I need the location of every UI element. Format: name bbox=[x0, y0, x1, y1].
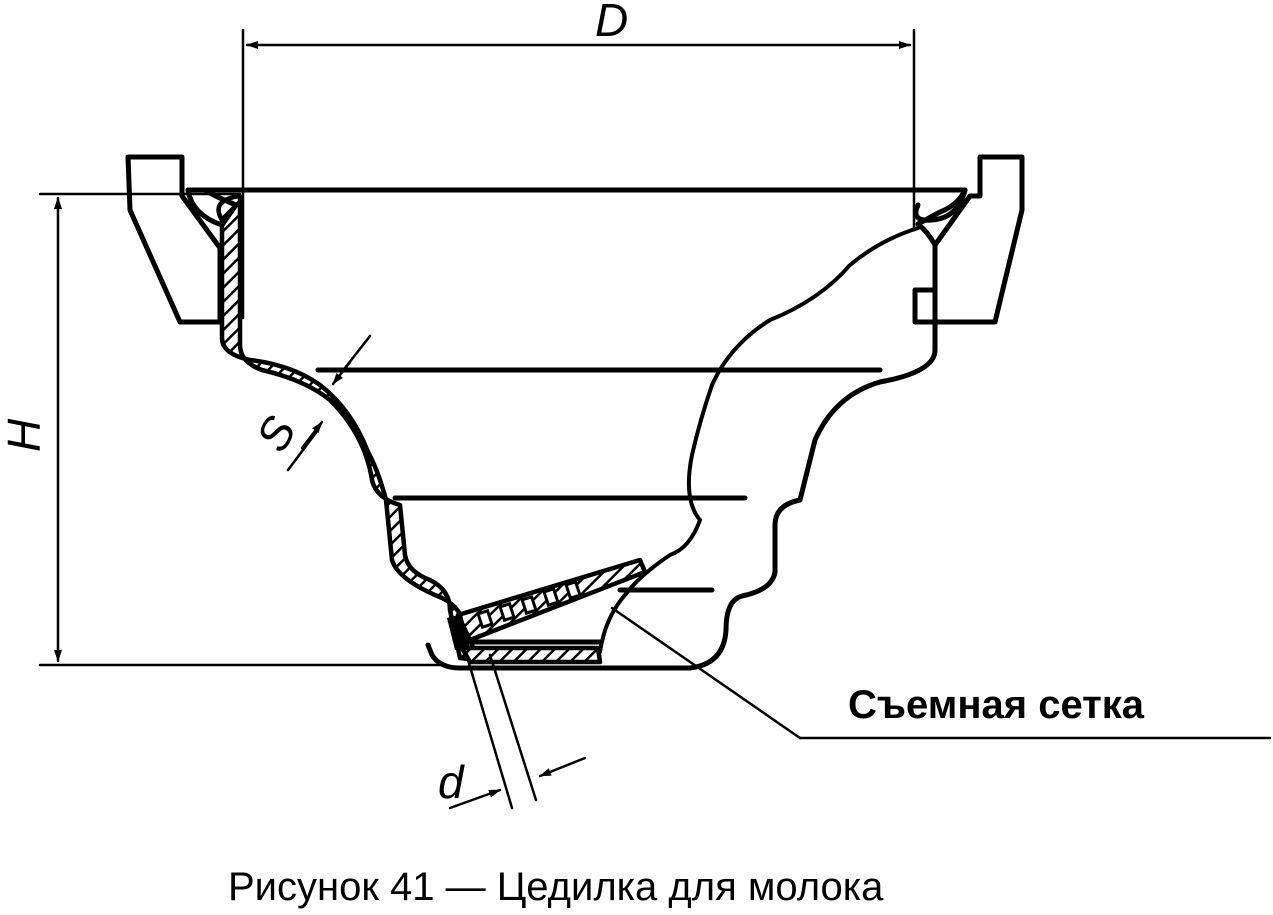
hole-extension-right bbox=[488, 653, 538, 802]
height-label: H bbox=[0, 418, 50, 452]
mesh-hole bbox=[542, 586, 560, 608]
height-dimension: H bbox=[0, 192, 447, 667]
mesh-holes bbox=[476, 579, 582, 630]
hole-arrow-right bbox=[538, 756, 587, 778]
left-rim-bead bbox=[185, 187, 239, 228]
thickness-label: S bbox=[246, 407, 307, 460]
hole-extension-left bbox=[466, 658, 514, 810]
hole-label: d bbox=[438, 756, 465, 808]
diameter-label: D bbox=[595, 0, 628, 46]
mesh-hole bbox=[498, 601, 516, 623]
mesh-callout: Съемная сетка bbox=[610, 606, 1272, 740]
right-handle bbox=[912, 154, 1025, 325]
left-handle bbox=[125, 154, 223, 325]
thickness-dimension: S bbox=[246, 334, 372, 472]
mesh-hole bbox=[564, 579, 582, 601]
mesh-hole bbox=[520, 594, 538, 616]
outer-profile-right bbox=[425, 187, 968, 671]
callout-label: Съемная сетка bbox=[848, 683, 1145, 727]
thickness-arrow-bottom bbox=[300, 420, 324, 450]
strainer-body bbox=[125, 154, 1025, 671]
right-rim-bead bbox=[913, 187, 968, 223]
bottom-plate bbox=[459, 645, 603, 665]
figure-caption: Рисунок 41 — Цедилка для молока bbox=[228, 865, 884, 909]
bottom-corner bbox=[447, 614, 470, 650]
thickness-leader-bottom bbox=[286, 428, 320, 472]
thickness-arrow-top bbox=[331, 360, 352, 386]
break-line bbox=[598, 226, 920, 654]
hole-arrow-left bbox=[448, 788, 502, 810]
mesh-hole-dimension: d bbox=[438, 653, 587, 810]
mesh-hole bbox=[476, 608, 494, 630]
callout-leader bbox=[610, 606, 802, 740]
diameter-dimension: D bbox=[241, 0, 916, 320]
